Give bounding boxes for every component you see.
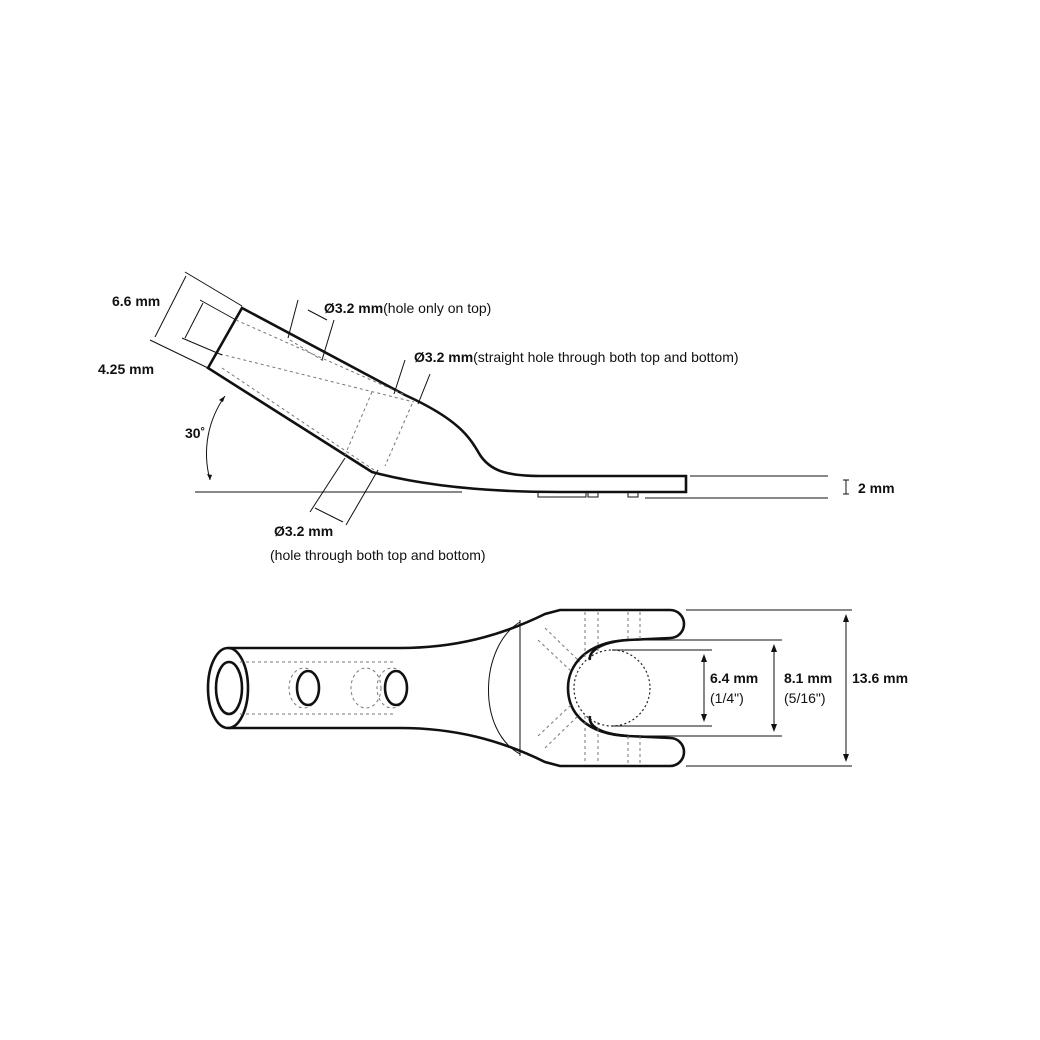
hole-top (295, 669, 321, 707)
straight-hole-note: (straight hole through both top and bott… (473, 349, 738, 365)
barrel-end-inner (214, 660, 244, 716)
outer-width-label: 6.6 mm (112, 293, 160, 309)
overall-width-label: 13.6 mm (852, 670, 908, 686)
hole-straight (383, 669, 409, 707)
dim-4-25-ext (199, 299, 237, 321)
top-hole-line (289, 339, 326, 363)
dim-6-6-ext (184, 271, 243, 307)
dim-arrow (843, 754, 849, 762)
bottom-hole-dim-tick (345, 469, 379, 526)
top-hole-note: (hole only on top) (383, 300, 491, 316)
thickness-label: 2 mm (858, 480, 895, 496)
slot-outer-label: 8.1 mm (784, 670, 832, 686)
dim-4-25-line (184, 302, 204, 339)
dim-6-6-ext (149, 339, 209, 369)
top-view: 6.4 mm (1/4") 8.1 mm (5/16") 13.6 mm (206, 608, 908, 768)
angle-label: 30˚ (185, 425, 205, 441)
straight-hole-line (344, 391, 373, 456)
bottom-lug (537, 491, 587, 498)
top-hole-dim-line (307, 309, 328, 321)
slot-outer-inch-label: (5/16") (784, 690, 826, 706)
top-view-bore (240, 661, 395, 715)
barrel-end-outer (206, 646, 250, 730)
bottom-hole-note-label: (hole through both top and bottom) (270, 547, 486, 563)
arc-arrowhead (219, 396, 225, 402)
angle-arc (205, 395, 226, 481)
top-hole-label: Ø3.2 mm(hole only on top) (324, 300, 491, 316)
top-hole-dim-tick (321, 319, 335, 361)
top-hole-dim-tick (287, 299, 299, 339)
fork-hidden-lines (537, 612, 641, 764)
bottom-hole-dim-label: Ø3.2 mm (274, 523, 333, 539)
slot-width-label: 6.4 mm (710, 670, 758, 686)
hole-dashed (350, 667, 382, 709)
straight-hole-line (384, 403, 413, 467)
inner-width-label: 4.25 mm (98, 361, 154, 377)
dim-4-25-ext (181, 337, 223, 356)
slot-width-inch-label: (1/4") (710, 690, 744, 706)
dim-arrow (701, 654, 707, 662)
bottom-lug (627, 491, 639, 498)
flare-curve (488, 621, 521, 755)
bottom-hole-dim-line (314, 507, 344, 523)
top-hole-dim: Ø3.2 mm (324, 300, 383, 316)
bottom-lug (587, 491, 599, 498)
bottom-hole-dim-tick (309, 457, 346, 513)
straight-hole-label: Ø3.2 mm(straight hole through both top a… (414, 349, 739, 365)
arc-arrowhead (207, 474, 212, 480)
dim-6-6-line (154, 275, 187, 338)
straight-hole-dim-tick (417, 373, 431, 405)
side-view: 6.6 mm 4.25 mm 30˚ 2 mm Ø3.2 mm(hole onl… (98, 271, 895, 563)
side-view-bore (219, 319, 415, 471)
dim-arrow (771, 644, 777, 652)
stud-hole-hidden (573, 649, 651, 727)
straight-hole-dim-tick (393, 359, 406, 395)
dim-arrow (701, 714, 707, 722)
side-view-body-outline (206, 306, 688, 494)
dim-arrow (843, 614, 849, 622)
straight-hole-dim: Ø3.2 mm (414, 349, 473, 365)
fork-slot-curve (566, 638, 629, 738)
dim-arrow (771, 724, 777, 732)
